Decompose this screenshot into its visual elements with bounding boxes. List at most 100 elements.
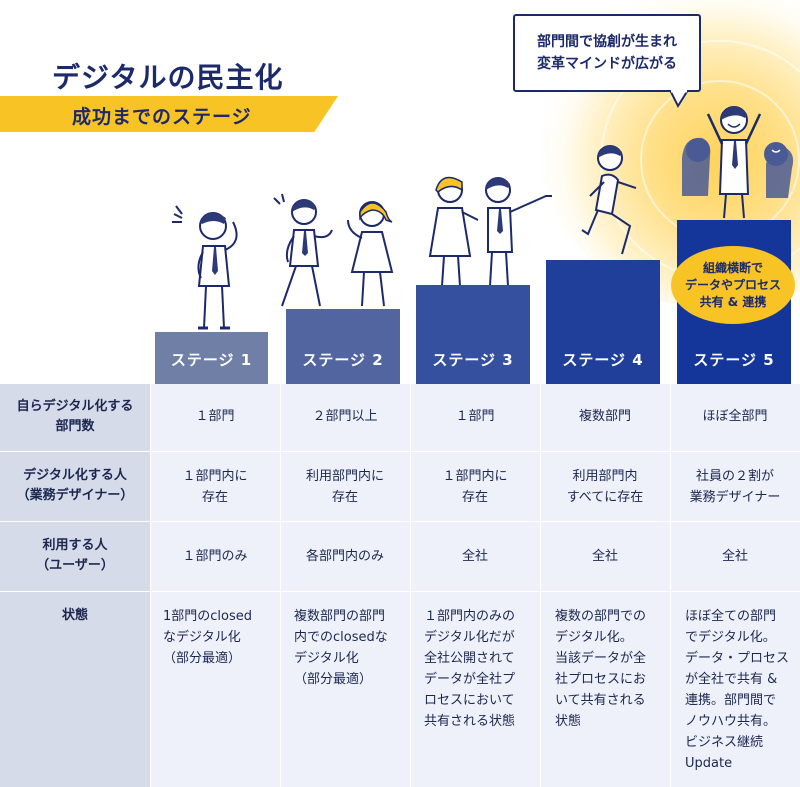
subtitle-band [0,96,338,132]
cell-line: が全社で共有 & [685,672,778,687]
stage-1-podium: ステージ 1 [155,332,268,384]
table-cell: １部門内に存在 [410,452,540,521]
cell-line: 状態 [555,714,582,729]
stage-1-label: ステージ 1 [170,351,253,369]
cell-line: 存在 [331,490,358,505]
cell-line: 内でのclosedな [294,630,388,645]
stage-5-label: ステージ 5 [693,351,775,369]
table-cell: 複数部門 [540,384,670,451]
stage-5-badge: 組織横断で データやプロセス 共有 & 連携 [671,246,795,324]
cell-line: ロセスにおいて [424,693,515,708]
cell-line: 社プロセスにお [555,672,647,687]
cell-line: データが全社プ [424,672,516,687]
cell-line: １部門内に [442,469,508,484]
badge-line: 組織横断で [702,260,763,275]
table-cell: 1部門のclosed なデジタル化 （部分最適） [150,592,280,787]
cell-line: デジタル化だが [424,630,515,645]
row-header-line: 部門数 [55,419,95,434]
table-cell: １部門 [410,384,540,451]
cell-background [150,452,800,521]
table-row: 自らデジタル化する 部門数 １部門 ２部門以上 １部門 複数部門 ほぼ全部門 [0,384,800,452]
stage-2-label: ステージ 2 [302,351,384,369]
cell-background [150,522,800,591]
row-header-line: 自らデジタル化する [16,399,134,414]
row-header-line: （業務デザイナー） [16,488,134,503]
row-header-line: （ユーザー） [36,558,114,573]
confused-person-icon [168,200,258,339]
cell-line: なデジタル化 [163,630,241,645]
cell-line: 存在 [201,490,228,505]
stage-3-label: ステージ 3 [432,351,514,369]
cell-line: ノウハウ共有。 [685,714,777,729]
cell-line: 1部門のclosed [163,609,253,624]
cell-line: ほぼ全ての部門 [685,609,777,624]
table-cell: ほぼ全ての部門 でデジタル化。 データ・プロセス が全社で共有 & 連携。部門間… [670,592,800,787]
cell-line: 全社公開されて [424,651,515,666]
cell-line: （部分最適） [163,651,242,666]
table-row: デジタル化する人 （業務デザイナー） １部門内に存在 利用部門内に存在 １部門内… [0,452,800,522]
stage-4-label: ステージ 4 [562,351,644,369]
table-cell: １部門のみ [150,522,280,591]
table-cell: ほぼ全部門 [670,384,800,451]
cell-line: 社員の２割が [695,469,774,484]
speech-bubble-tail [668,90,690,109]
running-person-icon [578,140,648,264]
stage-4-podium: ステージ 4 [546,260,660,384]
cell-line: １部門内に [182,469,248,484]
stage-2-podium: ステージ 2 [286,309,400,384]
cell-line: デジタル化 [294,651,359,666]
cell-line: ほぼ全部門 [702,409,768,424]
cell-line: １部門 [455,409,495,424]
badge-line: 共有 & 連携 [699,294,767,309]
row-header-line: デジタル化する人 [23,468,127,483]
cell-line: すべてに存在 [566,490,644,505]
row-header: デジタル化する人 （業務デザイナー） [0,452,150,521]
cell-line: ビジネス継続 [685,735,764,750]
cell-line: でデジタル化。 [685,630,776,645]
cell-line: １部門のみ [182,549,248,564]
cell-line: 複数の部門での [555,609,647,624]
cell-line: （部分最適） [294,672,373,687]
cell-line: 共有される状態 [424,714,516,729]
cell-line: 当該データが全 [555,651,647,666]
page-title: デジタルの民主化 [52,61,284,94]
cell-line: 複数部門 [578,409,631,424]
girl-waving-icon [340,196,400,314]
cell-background [150,384,800,451]
row-header: 状態 [0,592,150,787]
table-cell: 全社 [670,522,800,591]
cell-line: 全社 [461,549,488,564]
speech-bubble-line: 部門間で協創が生まれ [537,34,677,50]
man-pointing-icon [474,170,554,294]
column-divider [670,384,671,787]
cell-line: いて共有される [555,693,646,708]
cell-line: １部門 [195,409,235,424]
cell-background [150,592,800,787]
column-divider [280,384,281,787]
walking-person-icon [268,192,338,314]
table-row: 利用する人 （ユーザー） １部門のみ 各部門内のみ 全社 全社 全社 [0,522,800,592]
speech-bubble: 部門間で協創が生まれ 変革マインドが広がる [513,14,701,92]
table-cell: 利用部門内に存在 [280,452,410,521]
cell-line: デジタル化。 [555,630,633,645]
column-divider [410,384,411,787]
row-header: 利用する人 （ユーザー） [0,522,150,591]
row-header: 自らデジタル化する 部門数 [0,384,150,451]
stage-3-podium: ステージ 3 [416,285,530,384]
table-cell: 社員の２割が業務デザイナー [670,452,800,521]
table-cell: １部門 [150,384,280,451]
cell-line: 利用部門内 [572,469,638,484]
cell-line: 利用部門内に [305,469,384,484]
table-cell: 全社 [410,522,540,591]
cell-line: Update [685,756,733,771]
cell-line: ２部門以上 [312,409,378,424]
row-header-line: 状態 [61,608,88,623]
cell-line: １部門内のみの [424,609,516,624]
cell-line: 業務デザイナー [689,490,781,505]
column-divider [150,384,151,787]
cell-line: 全社 [591,549,618,564]
table-cell: 複数部門の部門 内でのclosedな デジタル化 （部分最適） [280,592,410,787]
table-cell: １部門内のみの デジタル化だが 全社公開されて データが全社プ ロセスにおいて … [410,592,540,787]
table-cell: ２部門以上 [280,384,410,451]
cell-line: データ・プロセス [685,651,790,666]
